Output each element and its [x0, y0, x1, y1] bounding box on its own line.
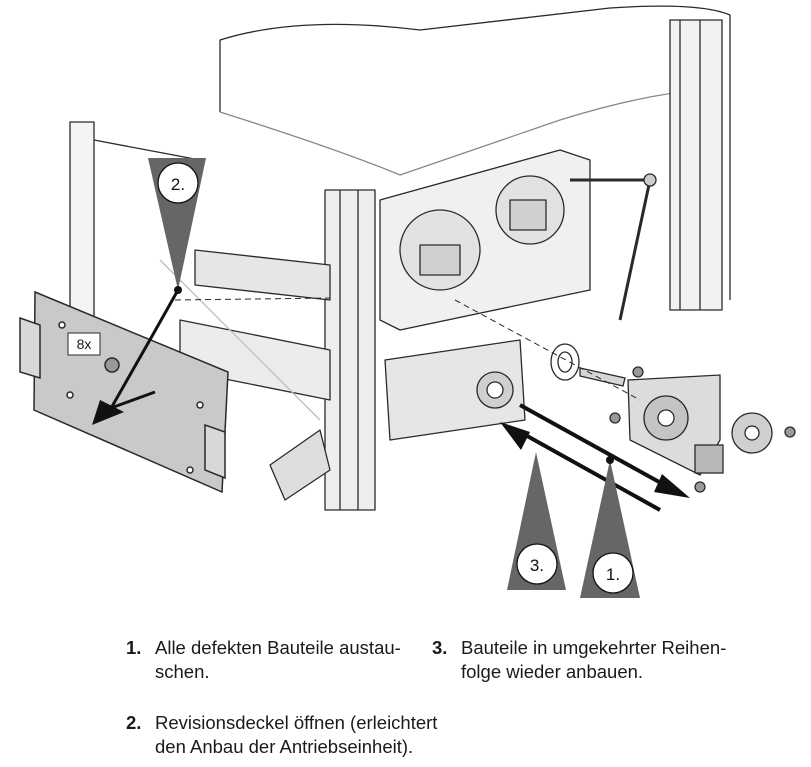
seal-ring: [550, 343, 626, 387]
step-2-line-1: Revisionsdeckel öffnen (erleichtert: [155, 712, 438, 733]
step-3-text: Bauteile in umgekehrter Reihen- folge wi…: [461, 636, 726, 684]
callout-badge-1: 1.: [592, 552, 634, 594]
step-3-number: 3.: [432, 637, 448, 658]
step-3-line-1: Bauteile in umgekehrter Reihen-: [461, 637, 727, 658]
reinstall-direction-arrow: [500, 422, 661, 512]
step-1-line-1: Alle defekten Bauteile austau-: [155, 637, 401, 658]
svg-text:1.: 1.: [606, 565, 620, 584]
svg-text:2.: 2.: [171, 175, 185, 194]
step-3-line-2: folge wieder anbauen.: [461, 661, 644, 682]
step-1-line-2: schen.: [155, 661, 210, 682]
center-pillar: [324, 189, 376, 511]
casing-outline: [219, 5, 731, 300]
right-pillar: [669, 19, 723, 311]
step-2-line-2: den Anbau der Antriebseinheit).: [155, 736, 414, 757]
step-1-number: 1.: [126, 637, 142, 658]
installation-illustration: 8x 2. 3.: [19, 5, 796, 598]
screw-icon: [104, 357, 120, 373]
svg-text:3.: 3.: [530, 556, 544, 575]
step-2-text: Revisionsdeckel öffnen (erleichtert den …: [155, 711, 437, 759]
callout-badge-2: 2.: [157, 162, 199, 204]
inspection-cover: [19, 290, 229, 494]
open-cover-arrow: [92, 289, 180, 425]
step-1-text: Alle defekten Bauteile austau- schen.: [155, 636, 401, 684]
svg-text:8x: 8x: [77, 336, 92, 352]
remove-direction-arrow: [519, 403, 690, 498]
step-2-number: 2.: [126, 712, 142, 733]
drive-unit: [609, 366, 796, 493]
callout-badge-3: 3.: [516, 543, 558, 585]
screw-count-label: 8x: [67, 332, 101, 356]
